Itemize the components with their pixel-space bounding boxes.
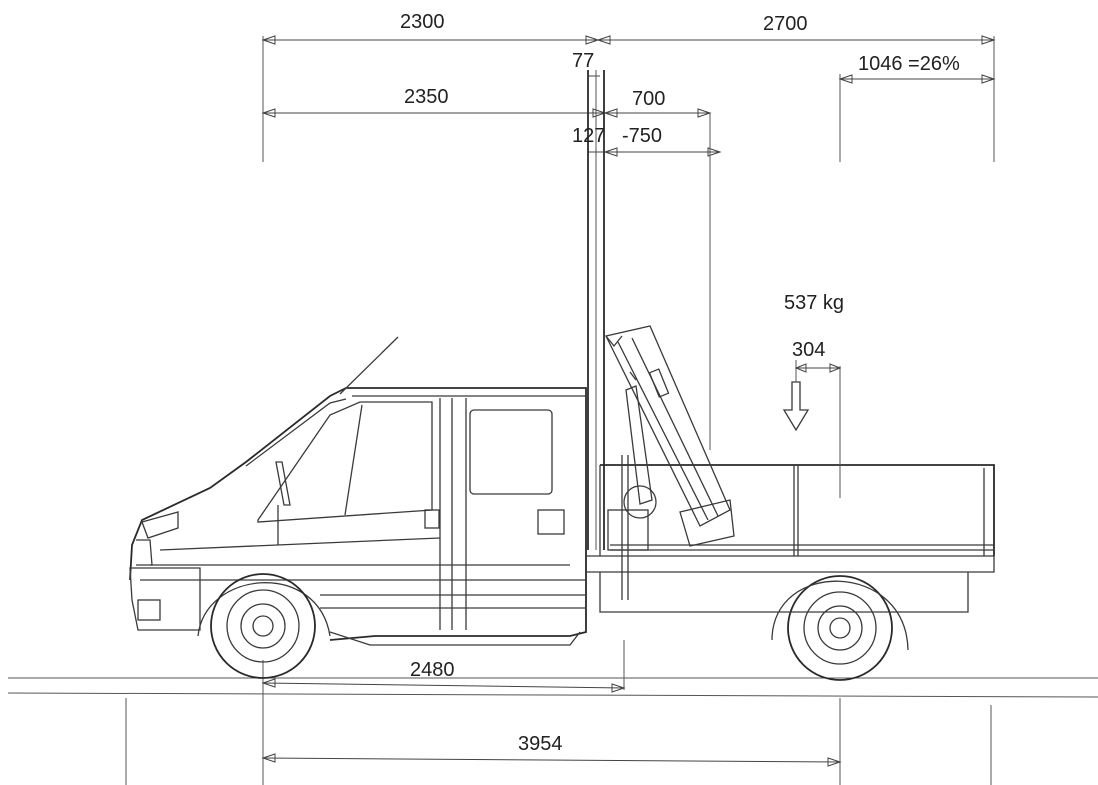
dim-2480-label: 2480 bbox=[410, 659, 455, 681]
load-arrow bbox=[782, 360, 842, 432]
flatbed bbox=[599, 366, 995, 556]
rear-wheel bbox=[771, 575, 909, 681]
dim-2350-label: 2350 bbox=[404, 86, 449, 108]
bottom-dimension-lines bbox=[125, 640, 992, 785]
top-dimension-lines bbox=[261, 35, 996, 450]
dim-2300-label: 2300 bbox=[400, 11, 445, 33]
load-weight-label: 537 kg bbox=[784, 292, 845, 314]
dim-3954-label: 3954 bbox=[518, 733, 563, 755]
ground-line bbox=[7, 677, 1098, 698]
dim-77-label: 77 bbox=[572, 50, 595, 72]
dim-1046-label: 1046 =26% bbox=[858, 53, 960, 75]
crane-column bbox=[587, 70, 605, 550]
dim-700-label: 700 bbox=[632, 88, 666, 110]
truck-cab bbox=[129, 336, 587, 646]
dim-2700-label: 2700 bbox=[763, 13, 808, 35]
dim-127-label: 127 bbox=[572, 125, 606, 147]
front-wheel bbox=[210, 573, 316, 679]
dim-minus-750-label: -750 bbox=[622, 125, 663, 147]
crane-arm bbox=[605, 325, 735, 600]
chassis-frame bbox=[586, 555, 995, 613]
dim-304-label: 304 bbox=[792, 339, 826, 361]
